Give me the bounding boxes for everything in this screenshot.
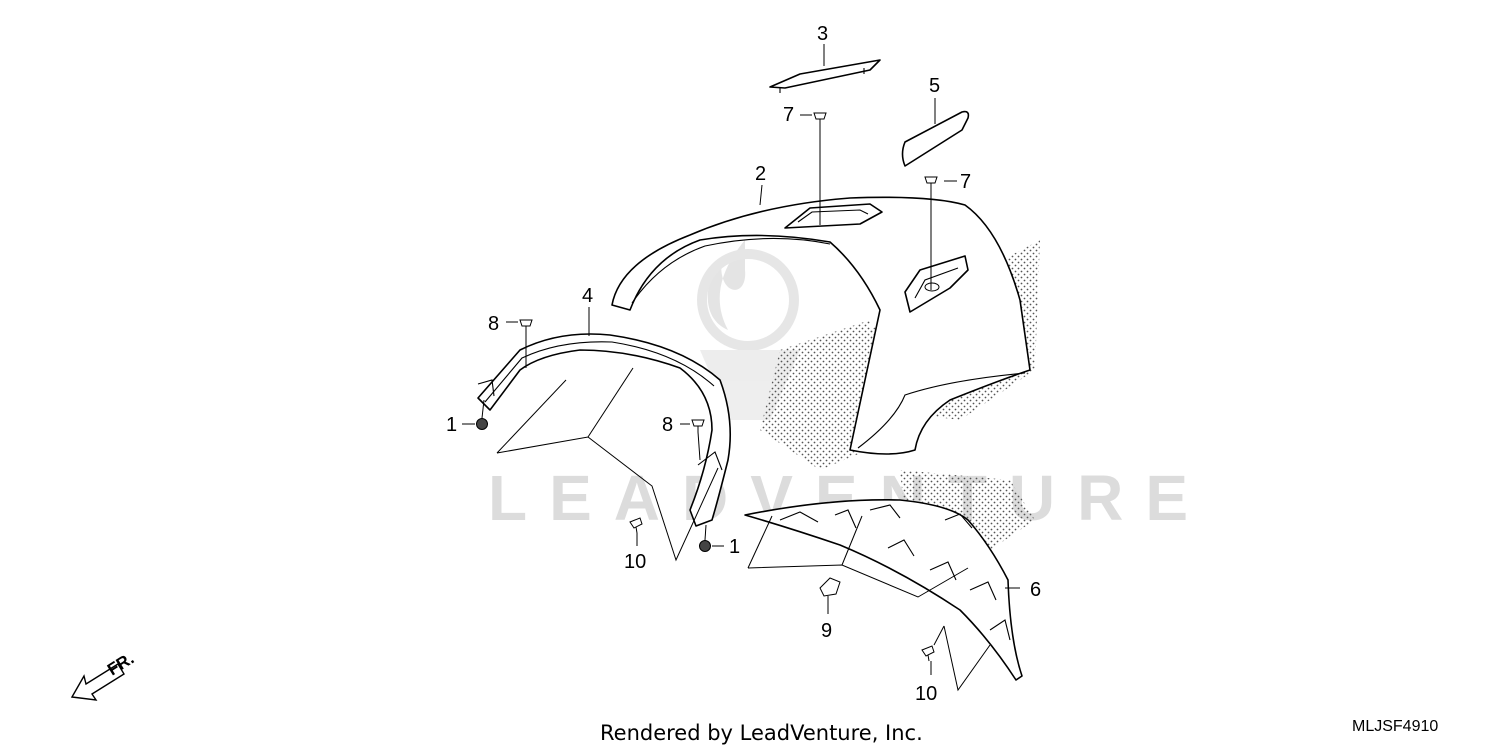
part-6-lower-tray: [744, 499, 1023, 681]
clip-9-icon: [819, 577, 841, 597]
screw-10-right-icon: [921, 645, 935, 662]
screw-8-left-icon: [519, 319, 533, 332]
part-5-side-emblem: [901, 110, 970, 167]
callout-1-left: 1: [446, 414, 457, 436]
callout-labels: 3 5 7 7 2 4 8 1 8 1 10 6 9 10: [446, 23, 1041, 705]
part-3-top-panel: [769, 59, 881, 93]
screw-10-left-icon: [629, 517, 643, 534]
part-2-rear-cover: [611, 196, 1031, 455]
callout-5: 5: [929, 75, 940, 97]
callout-6: 6: [1030, 579, 1041, 601]
screw-7-side-icon: [924, 176, 938, 188]
front-direction-indicator: FR.: [70, 649, 137, 701]
leader-lines: [462, 44, 1020, 692]
callout-1-right: 1: [729, 536, 740, 558]
callout-8-right: 8: [662, 414, 673, 436]
screw-8-right-icon: [691, 419, 705, 432]
callout-4: 4: [582, 285, 593, 307]
callout-9: 9: [821, 620, 832, 642]
callout-7-side: 7: [960, 171, 971, 193]
part-4-side-rail: [477, 333, 732, 527]
callout-10-left: 10: [624, 551, 646, 573]
callout-2: 2: [755, 163, 766, 185]
nut-1-left-icon: [476, 418, 488, 430]
footer-text: Rendered by LeadVenture, Inc.: [600, 721, 923, 745]
callout-10-right: 10: [915, 683, 937, 705]
callout-7-top: 7: [783, 104, 794, 126]
screw-7-top-icon: [813, 112, 827, 124]
callout-3: 3: [817, 23, 828, 45]
callout-8-left: 8: [488, 313, 499, 335]
nut-1-right-icon: [699, 540, 711, 552]
diagram-code: MLJSF4910: [1352, 718, 1438, 735]
fasteners: [476, 112, 938, 662]
front-arrow-icon: [70, 663, 125, 701]
